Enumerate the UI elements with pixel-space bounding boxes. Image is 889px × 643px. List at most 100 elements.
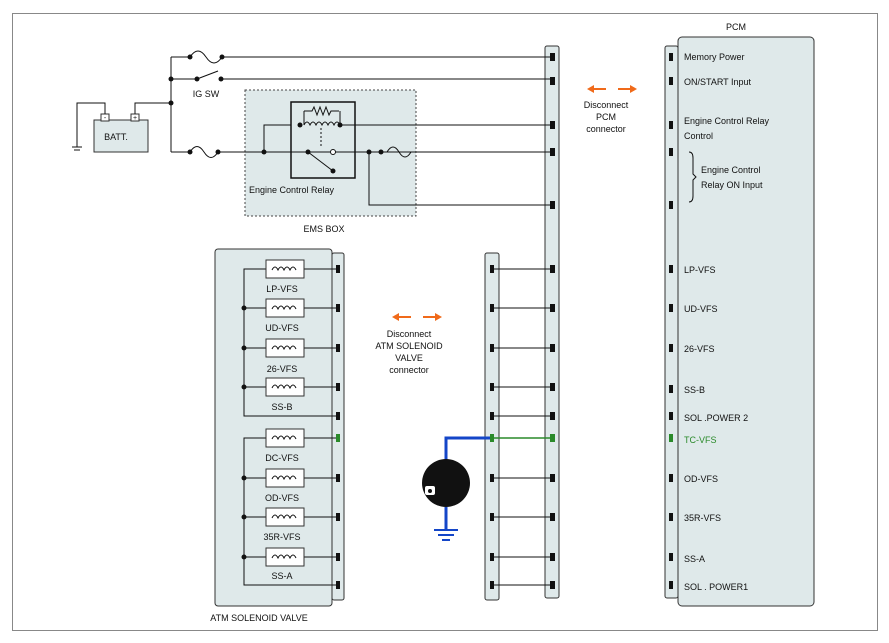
pcm-pin-label: SS-B <box>684 385 705 395</box>
harness-pin <box>550 412 555 420</box>
harness-pin <box>550 383 555 391</box>
atm-harness-pin <box>490 383 494 391</box>
ems-box: Engine Control Relay EMS BOX <box>218 89 550 234</box>
probe-wire <box>444 436 490 462</box>
atm-harness-pin <box>490 265 494 273</box>
atm-valve-strip <box>331 252 345 601</box>
pcm-pin <box>669 304 673 312</box>
solenoid-label: OD-VFS <box>265 493 299 503</box>
resistor-icon <box>304 105 339 117</box>
pcm-connector-label: PCM <box>596 112 616 122</box>
harness-connector <box>544 45 560 599</box>
atm-harness-pin <box>490 474 494 482</box>
solenoid-coil-icon <box>265 547 305 567</box>
harness-pin-highlight <box>550 434 555 442</box>
harness-connector-strip <box>544 45 560 599</box>
atm-harness-pin <box>490 412 494 420</box>
pcm-connector-label: connector <box>586 124 626 134</box>
harness-pin <box>550 148 555 156</box>
atm-harness-pin <box>490 513 494 521</box>
solenoid-label: SS-B <box>271 402 292 412</box>
atm-harness-strip <box>484 252 500 601</box>
atm-valve-pin <box>336 383 340 391</box>
harness-pin <box>550 304 555 312</box>
solenoid-label: 26-VFS <box>267 364 298 374</box>
pcm-connector-label: Disconnect <box>584 100 629 110</box>
harness-pin <box>550 77 555 85</box>
pcm-pin <box>669 265 673 273</box>
pcm-pin-label: 26-VFS <box>684 344 715 354</box>
pcm-disconnect-marker: Disconnect PCM connector <box>584 85 637 134</box>
pcm-pin <box>669 513 673 521</box>
solenoid-coil-icon <box>265 428 305 448</box>
pcm-pin-label: 35R-VFS <box>684 513 721 523</box>
harness-pin <box>550 553 555 561</box>
pcm-pin-label: Relay ON Input <box>701 180 763 190</box>
solenoid-coil-icon <box>265 507 305 527</box>
pcm-pin-label: SS-A <box>684 554 705 564</box>
harness-pin <box>550 265 555 273</box>
pcm-brace <box>688 151 697 203</box>
harness-wires <box>494 268 550 586</box>
harness-pin <box>550 581 555 589</box>
atm-harness-pin-highlight <box>490 434 494 442</box>
fuse-icon <box>386 146 412 158</box>
battery-box <box>93 119 149 153</box>
atm-harness-pin <box>490 344 494 352</box>
pcm-pin <box>669 201 673 209</box>
pcm-pin <box>669 148 673 156</box>
pcm-pin-label: SOL .POWER 2 <box>684 413 748 423</box>
battery: BATT. - + <box>72 102 171 153</box>
pcm-pin-label: UD-VFS <box>684 304 718 314</box>
atm-connector-label: Disconnect <box>387 329 432 339</box>
harness-pin <box>550 201 555 209</box>
atm-valve-pin <box>336 304 340 312</box>
atm-harness-pin <box>490 553 494 561</box>
pcm-pin-label: OD-VFS <box>684 474 718 484</box>
atm-valve-pin-highlight <box>336 434 340 442</box>
pcm-pin <box>669 121 673 129</box>
oscilloscope-probe <box>422 436 490 541</box>
atm-valve-pin <box>336 553 340 561</box>
pcm-pin-label: ON/START Input <box>684 77 752 87</box>
pcm-pin-label: SOL . POWER1 <box>684 582 748 592</box>
pcm-pin <box>669 77 673 85</box>
atm-connector-label: VALVE <box>395 353 423 363</box>
pcm-pin-label: Engine Control Relay <box>684 116 770 126</box>
atm-valve-pin <box>336 513 340 521</box>
solenoid-coil-icon <box>265 468 305 488</box>
atm-valve-pin <box>336 265 340 273</box>
fuse-icon <box>189 50 223 64</box>
coil-icon <box>303 121 341 127</box>
atm-solenoid-valve: LP-VFS UD-VFS 26-VFS SS-B DC-VFS OD-VFS … <box>210 248 345 623</box>
pcm-pin <box>669 412 673 420</box>
fuse-icon <box>189 146 219 158</box>
solenoid-label: DC-VFS <box>265 453 299 463</box>
pcm-pin <box>669 581 673 589</box>
solenoid-coil-icon <box>265 259 305 279</box>
atm-valve-pin <box>336 344 340 352</box>
solenoid-label: 35R-VFS <box>263 532 300 542</box>
atm-valve-pin <box>336 412 340 420</box>
atm-harness-pin <box>490 304 494 312</box>
atm-disconnect-marker: Disconnect ATM SOLENOID VALVE connector <box>375 313 443 375</box>
arrow-icon <box>587 85 637 93</box>
atm-connector-label: ATM SOLENOID <box>375 341 443 351</box>
pcm-title: PCM <box>726 22 746 32</box>
atm-valve-pin <box>336 474 340 482</box>
atm-valve-label: ATM SOLENOID VALVE <box>210 613 308 623</box>
ig-switch-icon <box>196 70 219 80</box>
solenoid-coil-icon <box>265 338 305 358</box>
pcm-pin <box>669 385 673 393</box>
solenoid-coil-icon <box>265 298 305 318</box>
ig-switch-label: IG SW <box>193 89 220 99</box>
solenoid-label: LP-VFS <box>266 284 298 294</box>
arrow-icon <box>392 313 442 321</box>
relay-contact-icon <box>307 151 334 172</box>
pcm-connector-strip <box>664 45 679 599</box>
ems-box-label: EMS BOX <box>303 224 344 234</box>
harness-pin <box>550 474 555 482</box>
pcm-pin-label: LP-VFS <box>684 265 716 275</box>
atm-valve-pin <box>336 581 340 589</box>
pcm-pin-highlight <box>669 434 673 442</box>
